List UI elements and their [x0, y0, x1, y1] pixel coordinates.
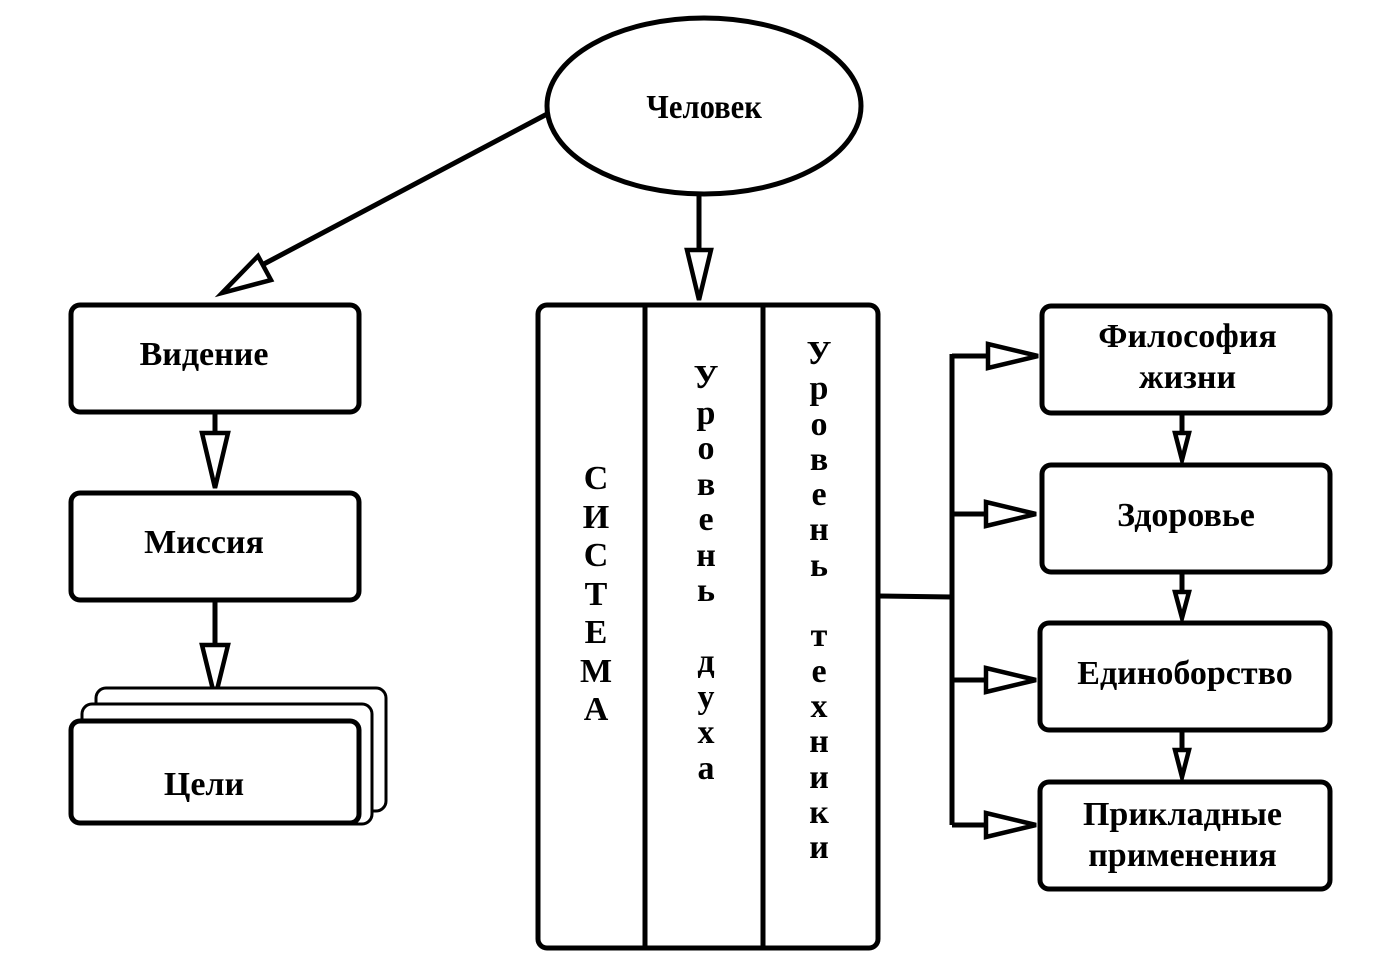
label-videnie: Видение: [139, 335, 269, 373]
arrowhead-applied: [983, 810, 1037, 840]
node-health: [1039, 462, 1333, 575]
arrowhead-philosophy: [985, 341, 1039, 371]
label-philosophy: Философия жизни: [1098, 318, 1277, 396]
arrowhead-vision: [214, 252, 275, 298]
label-tseli: Цели: [163, 765, 245, 803]
label-system-column: С И С Т Е М А: [579, 460, 613, 728]
edge-root-to-vision: [260, 110, 551, 268]
edge-system-trunk: [877, 593, 953, 600]
arrowhead-martial-down: [1172, 589, 1192, 627]
arrowhead-mission: [199, 430, 231, 489]
node-tseli: [68, 718, 362, 826]
arrowhead-goals: [199, 642, 231, 699]
label-spirit-level-column: У р о в е н ь д у х а: [693, 359, 719, 787]
label-martial: Единоборство: [1077, 654, 1293, 692]
node-system-block: [535, 302, 881, 951]
arrowhead-applied-down: [1172, 747, 1192, 786]
label-chelovek: Человек: [547, 62, 861, 152]
label-health: Здоровье: [1117, 496, 1255, 534]
node-videnie: [68, 302, 362, 415]
label-missiya: Миссия: [144, 523, 264, 561]
node-chelovek: [544, 15, 864, 197]
arrowhead-health-down: [1172, 430, 1192, 469]
node-missiya: [68, 490, 362, 603]
arrowhead-health: [983, 499, 1037, 529]
label-applied: Прикладные применения: [1082, 796, 1283, 874]
arrowhead-system: [684, 247, 714, 301]
node-philosophy: [1039, 303, 1333, 416]
label-chelovek-text: Человек: [646, 88, 762, 126]
arrowhead-martial: [983, 665, 1037, 695]
node-applied: [1037, 779, 1333, 892]
node-martial: [1037, 620, 1333, 733]
label-technique-level-column: У р о в е н ь т е х н и к и: [806, 335, 832, 867]
